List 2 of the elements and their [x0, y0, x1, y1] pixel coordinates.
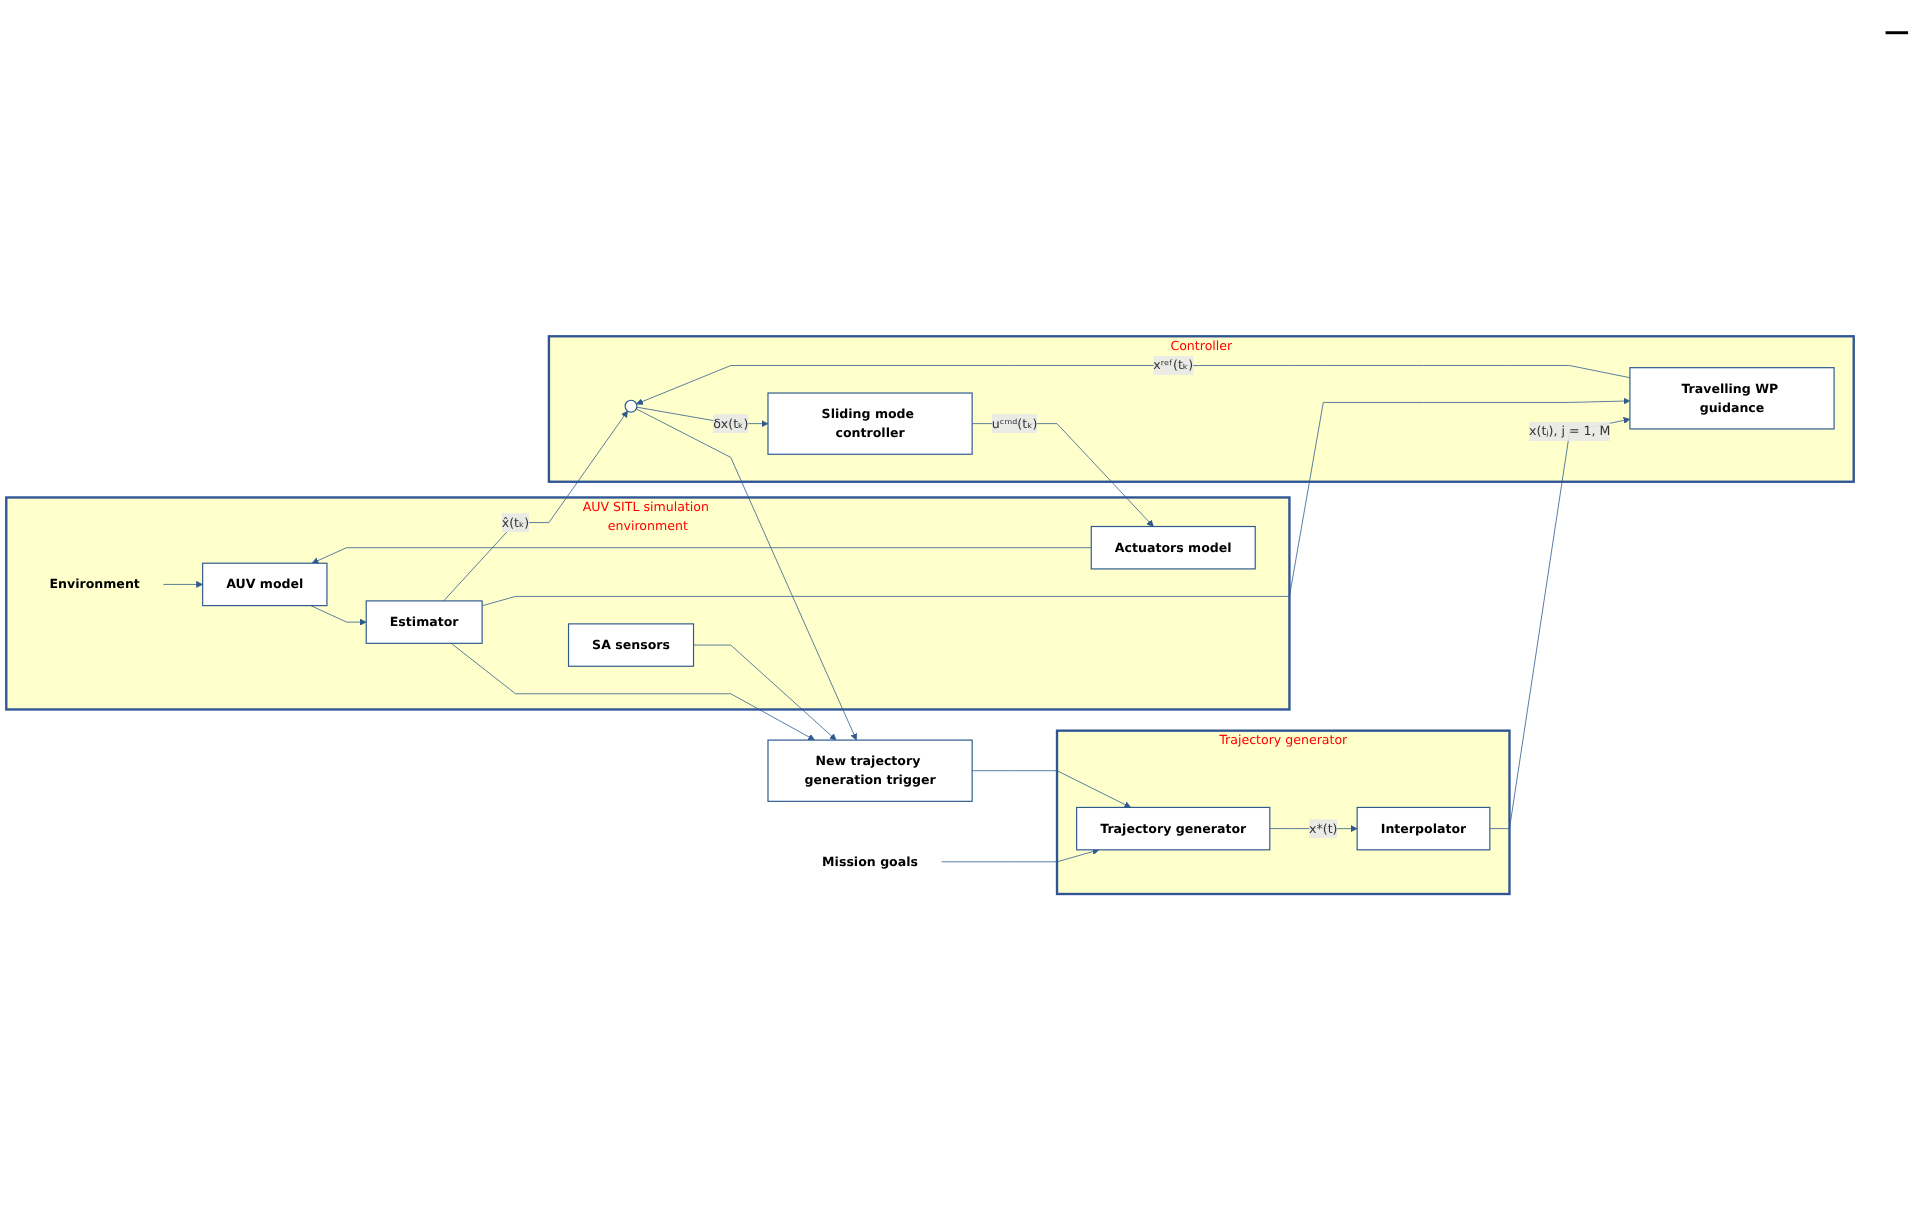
node-circle	[624, 400, 638, 414]
minus-sign: −	[1881, 12, 1912, 54]
